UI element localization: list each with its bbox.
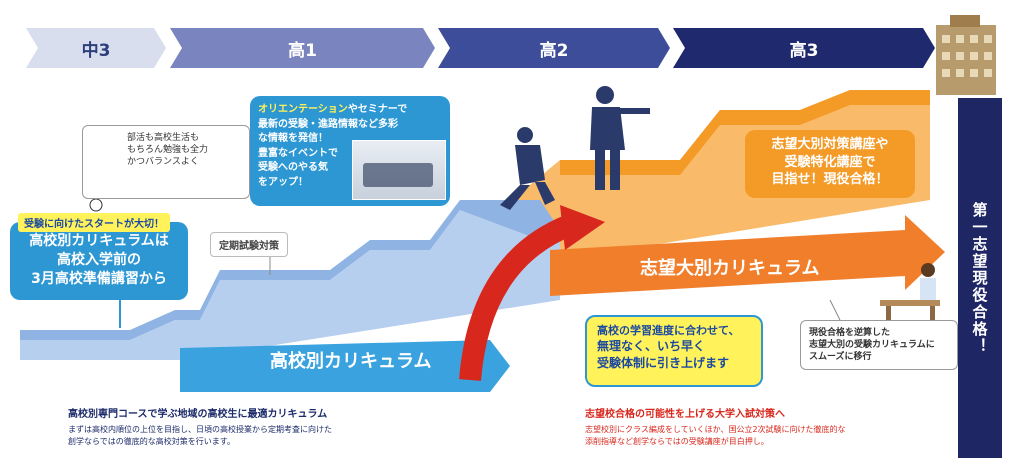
orientation-line: な情報を発信！ xyxy=(258,133,328,144)
grade-segment-ko3: 高3 xyxy=(673,28,935,68)
school-curriculum-label: 高校別カリキュラム xyxy=(270,351,432,372)
univ-curriculum-label: 志望大別カリキュラム xyxy=(640,258,820,279)
univ-curriculum-arrow xyxy=(550,215,945,296)
univ-course-line: 受験特化講座で xyxy=(784,154,876,170)
progress-line: 高校の学習進度に合わせて、 xyxy=(597,324,740,337)
footer-right: 志望校合格の可能性を上げる大学入試対策へ 志望校別にクラス編成をしていくほか、国… xyxy=(585,405,945,447)
univ-course-line: 目指せ！現役合格！ xyxy=(771,172,889,188)
footer-right-body: 志望校別にクラス編成をしていくほか、国公立2次試験に向けた徹底的な 添削指導など… xyxy=(585,424,945,447)
club-callout-line: かつバランスよく xyxy=(127,157,199,168)
univ-course-bubble: 志望大別対策講座や 受験特化講座で 目指せ！現役合格！ xyxy=(745,130,915,198)
grade-label: 高1 xyxy=(288,40,317,61)
footer-right-line: 添削指導など創学ならではの受験講座が目白押し。 xyxy=(585,436,769,446)
school-building-icon xyxy=(936,15,996,95)
orientation-line: 最新の受験・進路情報など多彩 xyxy=(258,118,398,130)
progress-line: 受験体制に引き上げます xyxy=(597,356,730,371)
grade-label: 高2 xyxy=(539,40,569,61)
univ-course-line: 志望大別対策講座や xyxy=(771,137,889,152)
blue-staircase xyxy=(20,210,560,360)
reverse-line: 現役合格を逆算した xyxy=(809,328,891,338)
start-bubble-line: 3月高校準備講習から xyxy=(31,270,167,287)
club-callout-line: 部活も高校生活も xyxy=(127,133,200,143)
orientation-highlight: オリエンテーション xyxy=(258,104,348,115)
footer-left-line: 創学ならではの徹底的な高校対策を行います。 xyxy=(68,436,235,446)
red-curve-arrow xyxy=(459,214,575,381)
footer-left: 高校別専門コースで学ぶ地域の高校生に最適カリキュラム まずは高校内順位の上位を目… xyxy=(68,405,428,447)
start-bubble-line: 高校別カリキュラムは xyxy=(29,233,169,249)
grade-label: 中3 xyxy=(81,40,111,61)
footer-left-title: 高校別専門コースで学ぶ地域の高校生に最適カリキュラム xyxy=(68,409,328,420)
grade-label: 高3 xyxy=(789,40,819,61)
footer-right-title: 志望校合格の可能性を上げる大学入試対策へ xyxy=(585,409,785,420)
student-climbing-icon xyxy=(500,127,555,210)
goal-banner: 第一志望現役合格！ xyxy=(958,98,1002,458)
orientation-line: をアップ！ xyxy=(258,176,308,188)
start-bubble-line: 高校入学前の xyxy=(57,251,141,268)
grade-segment-ko2: 高2 xyxy=(438,28,670,68)
progress-line: 無理なく、いち早く xyxy=(597,339,706,354)
classroom-photo xyxy=(352,140,446,200)
exam-prep-label: 定期試験対策 xyxy=(210,232,288,257)
club-callout-line: もちろん勉強も全力 xyxy=(127,145,209,156)
footer-left-body: まずは高校内順位の上位を目指し、日頃の高校授業から定期考査に向けた 創学ならでは… xyxy=(68,424,428,447)
progress-callout: 高校の学習進度に合わせて、 無理なく、いち早く 受験体制に引き上げます xyxy=(585,315,763,387)
reverse-line: スムーズに移行 xyxy=(809,352,872,363)
teacher-helping-icon xyxy=(590,86,650,190)
school-curriculum-arrow xyxy=(180,340,510,392)
grade-segment-ko1: 高1 xyxy=(170,28,435,68)
footer-right-line: 志望校別にクラス編成をしていくほか、国公立2次試験に向けた徹底的な xyxy=(585,425,846,434)
orientation-line: やセミナーで xyxy=(347,104,408,115)
start-badge-text: 受験に向けたスタートが大切！ xyxy=(24,219,164,230)
goal-banner-text: 第一志望現役合格！ xyxy=(970,201,989,355)
orientation-line: 受験へのやる気 xyxy=(258,162,328,173)
footer-left-line: まずは高校内順位の上位を目指し、日頃の高校授業から定期考査に向けた xyxy=(68,425,332,434)
grade-segment-chu3: 中3 xyxy=(26,28,166,68)
club-callout: 部活も高校生活も もちろん勉強も全力 かつバランスよく xyxy=(82,125,250,199)
reverse-callout: 現役合格を逆算した 志望大別の受験カリキュラムに スムーズに移行 xyxy=(800,320,958,371)
start-bubble: 高校別カリキュラムは 高校入学前の 3月高校準備講習から xyxy=(10,222,188,300)
exam-prep-label-text: 定期試験対策 xyxy=(219,241,279,252)
reverse-line: 志望大別の受験カリキュラムに xyxy=(809,340,935,351)
start-badge: 受験に向けたスタートが大切！ xyxy=(18,213,170,232)
orientation-line: 豊富なイベントで xyxy=(258,147,338,159)
